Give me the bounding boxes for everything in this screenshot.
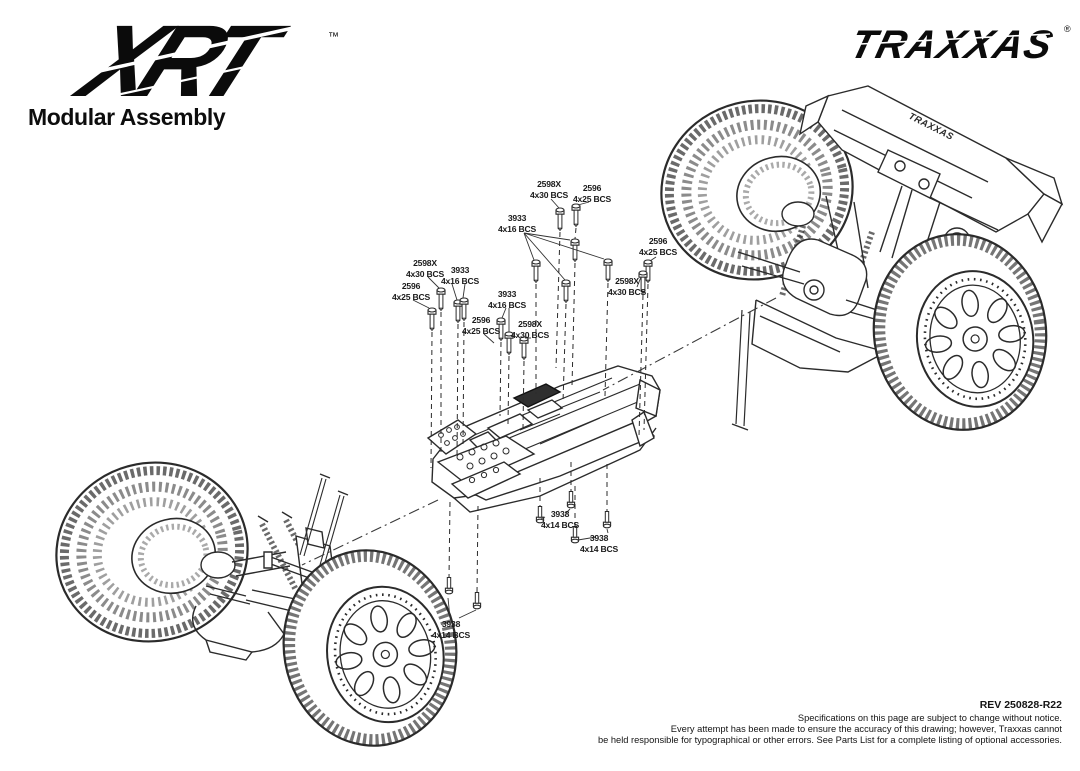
traxxas-registered-mark: ® xyxy=(1064,24,1071,34)
part-number: 2596 xyxy=(401,281,421,291)
disclaimer-line: Specifications on this page are subject … xyxy=(797,713,1062,723)
part-callout: 2598X 4x30 BCS xyxy=(507,179,591,200)
revision-number: REV 250828-R22 xyxy=(979,699,1062,711)
part-spec: 4x16 BCS xyxy=(487,299,527,310)
part-spec: 4x14 BCS xyxy=(540,519,580,530)
traxxas-logo: TRAXXAS ® xyxy=(838,18,1074,72)
part-callout: 2596 4x25 BCS xyxy=(550,183,634,204)
rear-wing: TRAXXAS xyxy=(798,85,1064,265)
part-number: 2598X xyxy=(413,258,437,268)
chassis-foam-pad xyxy=(512,383,562,408)
front-right-wheel xyxy=(268,537,471,760)
screw-icon xyxy=(602,510,612,529)
disclaimer-line: Every attempt has been made to ensure th… xyxy=(670,723,1062,734)
part-number: 3938 xyxy=(441,619,461,629)
rear-right-wheel xyxy=(861,223,1059,441)
screw-dashed-lines xyxy=(430,227,649,594)
screw-icon xyxy=(444,576,454,595)
part-callout: 3933 4x16 BCS xyxy=(475,213,559,234)
front-assembly-module xyxy=(37,442,471,759)
screw-icon xyxy=(571,203,581,227)
part-number: 3933 xyxy=(450,265,470,275)
part-spec: 4x30 BCS xyxy=(405,268,445,279)
part-callout: 2596 4x25 BCS xyxy=(369,281,453,302)
part-callout: 3938 4x14 BCS xyxy=(557,533,641,554)
part-spec: 4x25 BCS xyxy=(638,246,678,257)
part-callout: 2598X 4x30 BCS xyxy=(488,319,572,340)
part-spec: 4x30 BCS xyxy=(607,286,647,297)
part-spec: 4x16 BCS xyxy=(497,223,537,234)
screw-icon xyxy=(531,259,541,283)
part-number: 2598X xyxy=(537,179,561,189)
xrt-trademark: ™ xyxy=(328,31,339,43)
module-connector-lines xyxy=(301,297,777,566)
front-left-tire xyxy=(37,442,266,661)
screw-icon xyxy=(427,307,437,331)
part-callout: 3933 4x16 BCS xyxy=(465,289,549,310)
part-spec: 4x14 BCS xyxy=(579,543,619,554)
part-spec: 4x25 BCS xyxy=(572,193,612,204)
center-chassis-module xyxy=(426,365,661,513)
xrt-logo-text: XRT xyxy=(60,12,301,108)
screw-icon xyxy=(472,591,482,610)
page-title: Modular Assembly xyxy=(28,104,226,130)
part-number: 2596 xyxy=(648,236,668,246)
disclaimer-line: be held responsible for typographical or… xyxy=(597,734,1062,745)
screw-icon xyxy=(566,490,576,509)
part-callout: 2598X 4x30 BCS xyxy=(585,276,669,297)
callout-leader-lines xyxy=(412,198,657,619)
part-number: 2596 xyxy=(471,315,491,325)
part-number: 2596 xyxy=(582,183,602,193)
part-number: 3938 xyxy=(589,533,609,543)
screw-icon xyxy=(561,279,571,303)
part-spec: 4x30 BCS xyxy=(510,329,550,340)
part-callout: 2596 4x25 BCS xyxy=(616,236,700,257)
xrt-logo: XRT ™ xyxy=(52,12,352,108)
part-callout: 3938 4x14 BCS xyxy=(409,619,493,640)
part-number: 2598X xyxy=(518,319,542,329)
part-callout: 3933 4x16 BCS xyxy=(418,265,502,286)
rear-assembly-module: TRAXXAS xyxy=(642,80,1062,441)
part-spec: 4x25 BCS xyxy=(391,291,431,302)
part-number: 3938 xyxy=(550,509,570,519)
part-number: 3933 xyxy=(497,289,517,299)
traxxas-logo-text: TRAXXAS xyxy=(846,22,1057,67)
part-callout: 3938 4x14 BCS xyxy=(518,509,602,530)
part-spec: 4x25 BCS xyxy=(461,325,501,336)
footer: REV 250828-R22 Specifications on this pa… xyxy=(598,699,1062,745)
part-spec: 4x14 BCS xyxy=(431,629,471,640)
screw-icon xyxy=(519,336,529,360)
part-spec: 4x30 BCS xyxy=(529,189,569,200)
part-number: 2598X xyxy=(615,276,639,286)
part-callout: 2598X 4x30 BCS xyxy=(383,258,467,279)
part-callout: 2596 4x25 BCS xyxy=(439,315,523,336)
part-number: 3933 xyxy=(507,213,527,223)
part-spec: 4x16 BCS xyxy=(440,275,480,286)
